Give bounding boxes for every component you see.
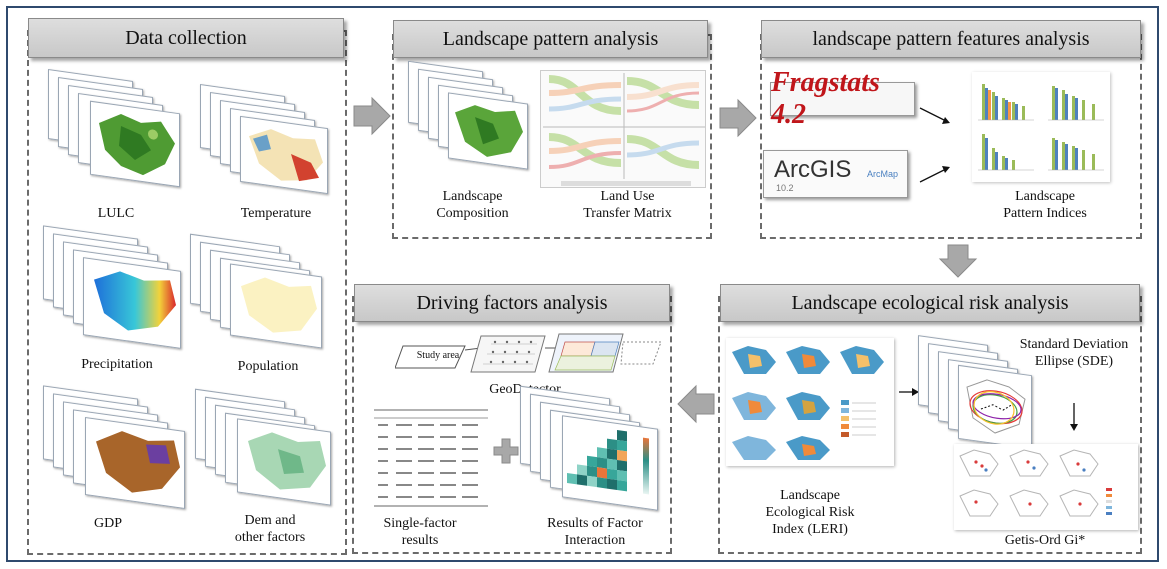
arrow-risk-to-driving: [677, 384, 715, 424]
header-driving-factors: Driving factors analysis: [354, 284, 670, 322]
arcgis-logo: ArcGIS ArcMap 10.2: [763, 150, 908, 198]
arcgis-version: 10.2: [776, 183, 794, 193]
arrow-sde-to-gi: [1070, 403, 1078, 431]
lulc-map-stack: [48, 69, 188, 200]
label-single-factor: Single-factor results: [383, 516, 457, 548]
label-temperature: Temperature: [240, 206, 312, 221]
single-factor-table: [372, 400, 490, 512]
gdp-map-stack: [43, 385, 193, 512]
fragstats-logo: Fragstats 4.2: [770, 67, 915, 130]
geodetector-diagram: [394, 328, 667, 386]
label-factor-interaction: Results of Factor Interaction: [547, 516, 643, 548]
precipitation-map-stack: [43, 225, 183, 352]
label-dem: Dem and other factors: [234, 513, 306, 545]
arrow-pattern-to-features: [719, 98, 757, 138]
header-data-collection: Data collection: [28, 18, 344, 58]
sde-map-stack: [918, 335, 1048, 460]
dem-map-stack: [195, 388, 340, 506]
header-landscape-pattern: Landscape pattern analysis: [393, 20, 708, 58]
outer-frame: [6, 6, 1159, 562]
study-area-label: Study area: [416, 350, 460, 361]
transfer-matrix-sankey: [540, 70, 706, 188]
pattern-indices-bar-charts: [972, 72, 1110, 182]
label-transfer-matrix: Land Use Transfer Matrix: [583, 189, 672, 221]
arrow-data-to-pattern: [353, 96, 391, 136]
header-pattern-features: landscape pattern features analysis: [761, 20, 1141, 58]
leri-map-grid: [726, 338, 894, 466]
composition-map-stack: [408, 60, 538, 176]
arcmap-wordmark: ArcMap: [867, 169, 899, 179]
label-landscape-composition: Landscape Composition: [436, 189, 509, 221]
label-pattern-indices: Landscape Pattern Indices: [1003, 189, 1087, 221]
header-ecological-risk: Landscape ecological risk analysis: [720, 284, 1140, 322]
label-precipitation: Precipitation: [81, 357, 153, 372]
arrow-features-to-risk: [938, 244, 978, 278]
label-leri: Landscape Ecological Risk Index (LERI): [765, 488, 855, 537]
arrow-arcgis-to-indices: [919, 166, 950, 183]
population-map-stack: [190, 233, 330, 350]
label-lulc: LULC: [97, 206, 135, 221]
temperature-map-stack: [200, 84, 340, 200]
gi-hotspot-maps: [954, 444, 1138, 530]
label-population: Population: [237, 359, 299, 374]
label-gdp: GDP: [93, 516, 122, 531]
arrow-fragstats-to-indices: [919, 107, 950, 124]
label-getis-ord: Getis-Ord Gi*: [1004, 533, 1086, 548]
arrow-leri-to-sde: [899, 388, 919, 396]
interaction-heatmap-stack: [520, 385, 670, 512]
arcgis-wordmark: ArcGIS: [774, 156, 852, 183]
plus-icon: [493, 438, 519, 464]
label-sde: Standard Deviation Ellipse (SDE): [1019, 337, 1129, 369]
